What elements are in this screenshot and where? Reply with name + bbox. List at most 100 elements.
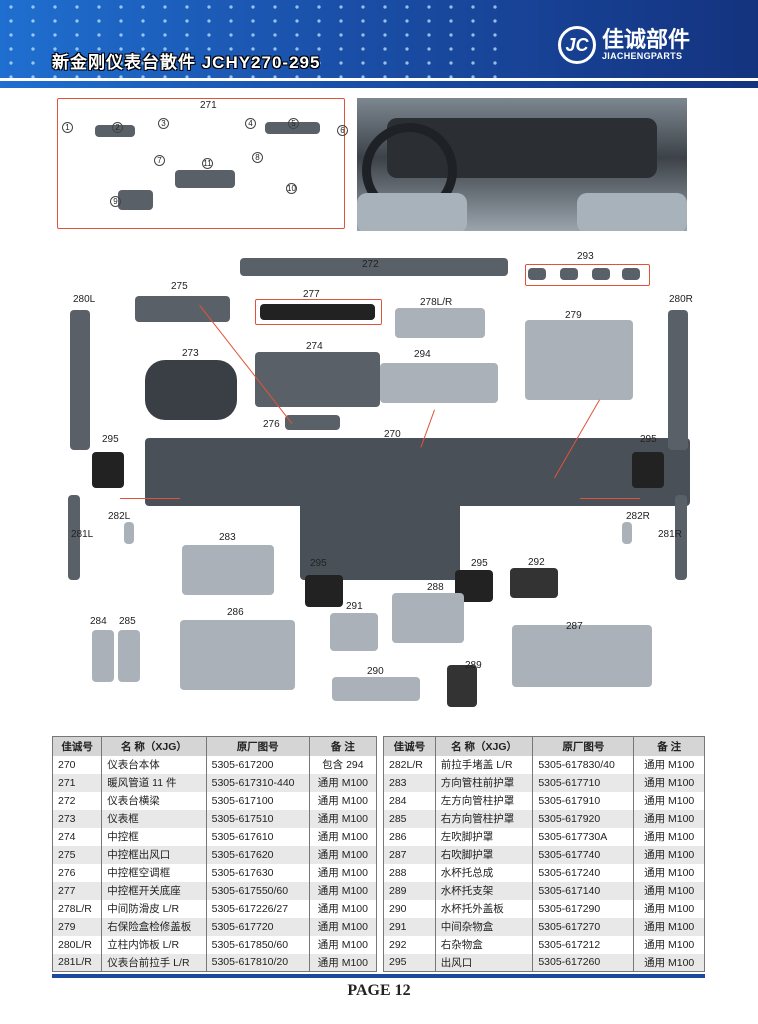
- part-dashboard-center: [300, 500, 460, 580]
- table-cell: 仪表框: [101, 809, 207, 828]
- vent-cover-box: [525, 264, 650, 286]
- part-295-right: [632, 452, 664, 488]
- table-cell: 284: [383, 791, 436, 810]
- table-cell: 5305-617610: [205, 827, 310, 846]
- part-295-a: [305, 575, 343, 607]
- table-cell: 273: [51, 809, 103, 828]
- table-cell: 通用 M100: [633, 773, 705, 792]
- table-cell: 289: [383, 881, 436, 900]
- table-cell: 275: [51, 845, 103, 864]
- table-cell: 5305-617720: [205, 917, 310, 936]
- part-281R: [675, 495, 687, 580]
- table-cell: 右保险盒检修盖板: [101, 917, 207, 936]
- table-cell: 水杯托总成: [434, 863, 534, 882]
- table-cell: 5305-617226/27: [205, 899, 310, 918]
- table-cell: 5305-617100: [205, 791, 310, 810]
- duct-number: 10: [286, 183, 297, 194]
- part-284: [92, 630, 114, 682]
- label-275: 275: [171, 281, 188, 292]
- table-cell: 282L/R: [383, 755, 436, 774]
- table-cell: 仪表台前拉手 L/R: [101, 953, 207, 972]
- part-290: [332, 677, 420, 701]
- part-286: [180, 620, 295, 690]
- table-cell: 5305-617260: [532, 953, 635, 972]
- label-271: 271: [200, 100, 217, 111]
- table-cell: 通用 M100: [633, 827, 705, 846]
- part-285: [118, 630, 140, 682]
- label-289: 289: [465, 660, 482, 671]
- column-header: 佳诚号: [51, 736, 103, 756]
- table-cell: 右杂物盒: [434, 935, 534, 954]
- label-273: 273: [182, 348, 199, 359]
- page-number: PAGE 12: [347, 982, 411, 999]
- label-286: 286: [227, 607, 244, 618]
- table-cell: 270: [51, 755, 103, 774]
- label-270: 270: [384, 429, 401, 440]
- logo-cn: 佳诚部件: [602, 27, 691, 52]
- part-280L: [70, 310, 90, 450]
- table-cell: 通用 M100: [633, 899, 705, 918]
- part-293-a: [528, 268, 546, 280]
- table-cell: 通用 M100: [633, 809, 705, 828]
- column-header: 名 称（XJG）: [434, 736, 534, 756]
- label-277: 277: [303, 289, 320, 300]
- part-274: [255, 352, 380, 407]
- label-290: 290: [367, 666, 384, 677]
- table-cell: 包含 294: [308, 755, 378, 774]
- table-cell: 通用 M100: [308, 809, 378, 828]
- table-cell: 通用 M100: [308, 899, 378, 918]
- table-cell: 291: [383, 917, 436, 936]
- table-cell: 5305-617620: [205, 845, 310, 864]
- table-cell: 5305-617710: [532, 773, 635, 792]
- brand-logo: JC 佳诚部件 JIACHENGPARTS: [558, 26, 690, 64]
- table-header: 佳诚号名 称（XJG）原厂图号备 注: [51, 736, 378, 756]
- table-cell: 通用 M100: [633, 917, 705, 936]
- table-cell: 左吹脚护罩: [434, 827, 534, 846]
- duct-number: 2: [112, 122, 123, 133]
- table-cell: 通用 M100: [633, 863, 705, 882]
- part-279: [525, 320, 633, 400]
- table-cell: 278L/R: [51, 899, 103, 918]
- table-cell: 272: [51, 791, 103, 810]
- table-cell: 5305-617730A: [532, 827, 635, 846]
- table-cell: 5305-617740: [532, 845, 635, 864]
- page-header: 新金刚仪表台散件 JCHY270-295 JC 佳诚部件 JIACHENGPAR…: [0, 0, 758, 88]
- label-284: 284: [90, 616, 107, 627]
- duct-number: 3: [158, 118, 169, 129]
- label-295: 295: [640, 434, 657, 445]
- part-287: [512, 625, 652, 687]
- table-cell: 通用 M100: [308, 773, 378, 792]
- label-281R: 281R: [658, 529, 682, 540]
- table-cell: 274: [51, 827, 103, 846]
- part-273: [145, 360, 237, 420]
- table-cell: 290: [383, 899, 436, 918]
- column-header: 原厂图号: [205, 736, 310, 756]
- table-cell: 5305-617200: [205, 755, 310, 774]
- table-cell: 287: [383, 845, 436, 864]
- duct-number: 5: [288, 118, 299, 129]
- table-cell: 中间杂物盒: [434, 917, 534, 936]
- table-cell: 5305-617910: [532, 791, 635, 810]
- table-cell: 5305-617810/20: [205, 953, 310, 972]
- duct-number: 7: [154, 155, 165, 166]
- table-cell: 276: [51, 863, 103, 882]
- table-cell: 5305-617270: [532, 917, 635, 936]
- part-282R: [622, 522, 632, 544]
- part-283: [182, 545, 274, 595]
- part-289: [447, 665, 477, 707]
- part-293-d: [622, 268, 640, 280]
- label-294: 294: [414, 349, 431, 360]
- table-cell: 5305-617830/40: [532, 755, 635, 774]
- table-cell: 右吹脚护罩: [434, 845, 534, 864]
- table-cell: 281L/R: [51, 953, 103, 972]
